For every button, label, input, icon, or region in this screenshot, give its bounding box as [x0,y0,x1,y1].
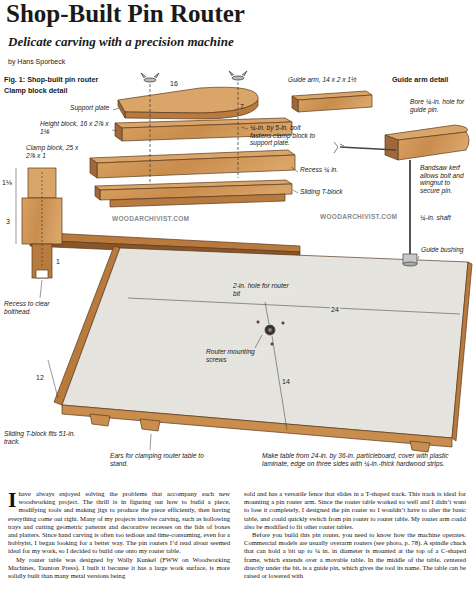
clamp-block [90,150,295,178]
clamp-block-section [42,172,43,268]
clamp-block [90,158,97,178]
watermark: WOODARCHIVIST.COM [320,213,397,221]
part-label: Support plate [70,104,115,112]
router-table [271,343,273,345]
byline: by Hans Sporbeck [8,58,65,66]
router-table [62,405,452,447]
height-block [115,123,122,141]
part-label: Bore ¼-in. hole for guide pin. [410,98,470,113]
part-label: ¼-in. by 5-in. bolt fastens clamp block … [250,124,322,147]
leader-lines [418,256,419,259]
dimension: 1 [56,258,60,266]
support-plate [118,87,258,113]
router-table [62,248,468,438]
dimension: 24 [330,306,340,314]
clamp-block-section [16,168,62,278]
dimension: 3 [6,218,10,226]
part-label: Recess to clear bolthead. [4,300,74,315]
body-paragraph: My router table was designed by Wally Ku… [8,556,230,581]
router-table [257,321,259,323]
dimension: 14 [281,378,291,386]
clamp-block-section [16,168,17,198]
bolts-and-wingnuts [150,84,151,182]
leader-lines [40,108,419,450]
support-plate [118,100,125,118]
part-label: Guide arm, 14 x 2 x 1½ [288,76,368,84]
guide-arm [292,91,372,112]
bolts-and-wingnuts [229,71,247,76]
guide-arm-detail [334,125,469,266]
part-label: Recess ¼ in. [300,166,360,174]
support-plate [118,87,258,119]
bolts-and-wingnuts [144,78,156,82]
router-table [265,325,275,335]
text-column: I have always enjoyed solving the proble… [8,490,230,580]
leader-lines [112,130,117,131]
page-title: Shop-Built Pin Router [6,0,245,28]
part-label: Sliding T-block [300,188,360,196]
part-label: Guide bushing [421,246,467,254]
watermark: WOODARCHIVIST.COM [112,215,189,223]
sliding-t-block [110,194,285,207]
leader-lines [293,190,298,193]
part-label: Bandsaw kerf allows bolt and wingnut to … [420,164,470,194]
body-paragraph: Before you build this pin router, you ne… [244,531,466,580]
figure-caption: Fig. 1: Shop-built pin router [4,76,98,84]
router-table [452,262,472,441]
part-label: Height block, 16 x 2⅞ x 1⅛ [40,120,110,135]
leader-lines [113,108,119,110]
clamp-block-section [36,270,48,278]
note: Make table from 24-in. by 36-in. particl… [262,452,467,467]
router-table [140,419,160,431]
guide-arm-detail [398,132,469,160]
guide-arm-detail [403,262,417,266]
dimension-lines [48,298,460,430]
dimension: 7 [240,103,244,111]
router-table [268,328,272,332]
note: Ears for clamping router table to stand. [110,452,206,467]
sliding-t-block [95,186,100,200]
body-paragraph: I have always enjoyed solving the proble… [8,490,230,556]
clamp-block-section [16,198,17,244]
part-label: Router mounting screws [205,348,265,363]
leader-lines [255,335,262,348]
leader-lines [265,302,269,324]
router-table [30,232,472,452]
bolts-and-wingnuts [141,71,247,182]
leader-lines [150,434,151,450]
part-label: ¼-in. shaft [420,214,468,222]
router-table [282,322,284,324]
guide-arm-detail [385,135,398,160]
subtitle: Delicate carving with a precision machin… [8,34,234,49]
text-column: sold and has a versatile fence that slid… [244,490,466,580]
dimension-lines [128,298,460,314]
detail-heading: Guide arm detail [392,76,448,84]
guide-arm-detail [340,147,396,150]
dimension-lines [48,360,58,398]
note: Sliding T-block fits 51-in. track. [4,430,88,445]
sliding-t-block [95,180,292,207]
router-table [410,441,430,452]
clamp-block [97,155,295,178]
guide-arm-detail [409,160,411,254]
dimension: 1⅛ [2,179,12,187]
body-paragraph: sold and has a versatile fence that slid… [244,490,466,531]
bolts-and-wingnuts [238,82,239,178]
leader-lines [40,280,42,298]
leader-lines [241,127,248,129]
leader-lines [291,167,298,172]
part-label: 2-in. hole for router bit [232,282,296,297]
bolts-and-wingnuts [232,76,244,80]
part-label: Clamp block, 25 x 2⅞ x 1 [26,144,88,159]
dimension: 12 [36,374,44,382]
guide-arm [298,95,372,112]
router-table [90,414,110,426]
guide-arm-detail [334,142,344,153]
bolts-and-wingnuts [141,73,159,78]
detail-heading: Clamp block detail [4,87,68,95]
guide-arm [292,96,298,112]
dimension: 16 [170,80,178,88]
